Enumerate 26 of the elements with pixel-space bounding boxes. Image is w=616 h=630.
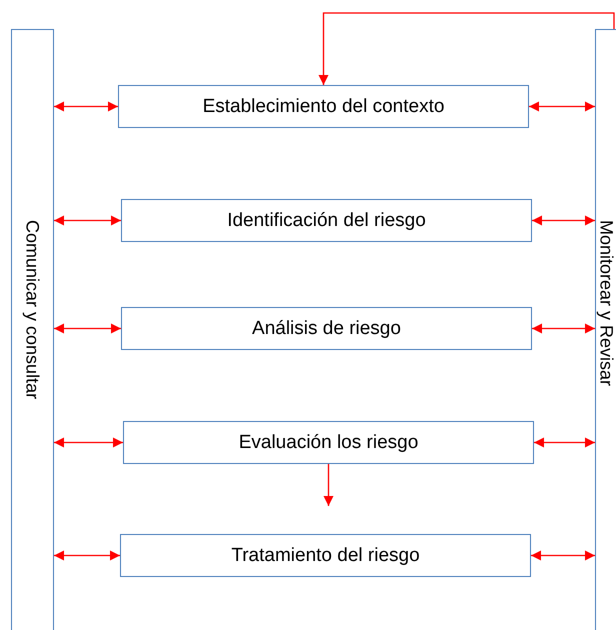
side-bar [11, 29, 54, 630]
process-box [121, 199, 532, 242]
arrow [534, 438, 595, 448]
box-label: Tratamiento del riesgo [231, 544, 420, 566]
arrow [324, 464, 334, 506]
process-box [123, 421, 534, 464]
arrow [54, 102, 118, 112]
box-label: Establecimiento del contexto [202, 96, 444, 118]
arrow [318, 12, 615, 85]
arrow [532, 324, 595, 334]
arrow [54, 550, 120, 560]
arrow [54, 438, 123, 448]
side-bar [595, 29, 616, 630]
process-box [120, 534, 531, 577]
box-label: Identificación del riesgo [227, 210, 426, 232]
arrow [531, 550, 595, 560]
arrow [529, 102, 595, 112]
bar-label: Monitorear y Revisar [598, 220, 616, 386]
arrow [532, 216, 595, 226]
process-box [118, 85, 529, 128]
box-label: Evaluación los riesgo [238, 432, 418, 454]
bar-label: Comunicar y consultar [24, 220, 42, 400]
process-box [121, 307, 532, 350]
arrow [54, 324, 121, 334]
arrow [54, 216, 121, 226]
box-label: Análisis de riesgo [252, 318, 401, 340]
